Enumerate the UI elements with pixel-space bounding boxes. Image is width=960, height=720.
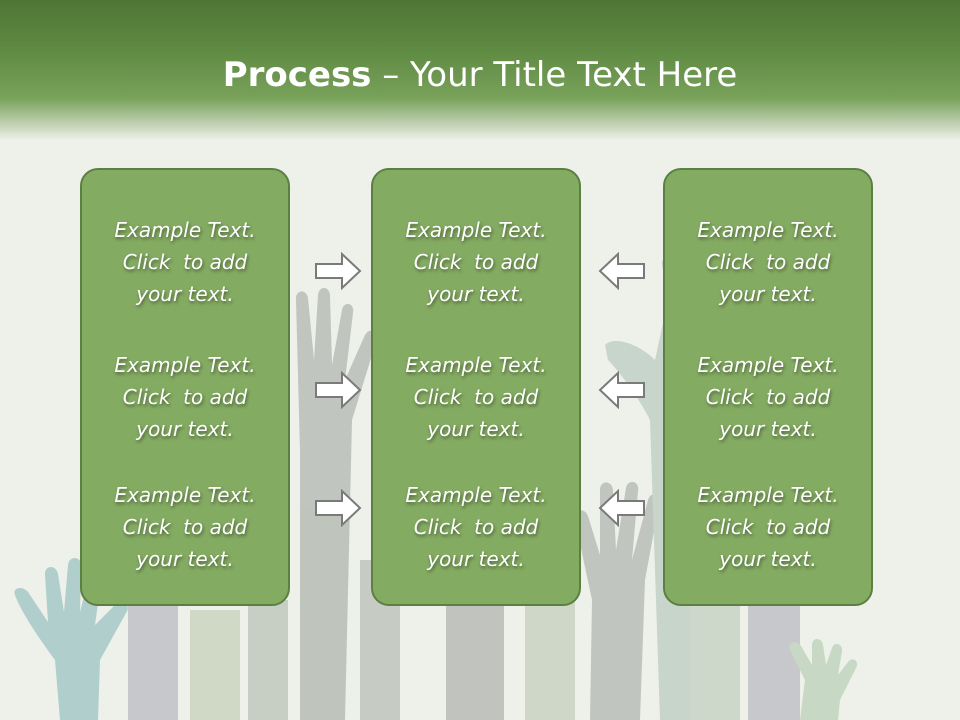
arm-silhouette — [446, 600, 504, 720]
box-text[interactable]: Example Text. Click to add your text. — [697, 483, 839, 571]
hand-silhouette — [789, 639, 858, 720]
box-text[interactable]: Example Text. Click to add your text. — [405, 483, 547, 571]
right-arrow-icon — [315, 489, 362, 527]
process-box-center[interactable]: Example Text. Click to add your text. Ex… — [371, 168, 581, 606]
arm-silhouette — [748, 600, 800, 720]
box-text[interactable]: Example Text. Click to add your text. — [405, 218, 547, 306]
arm-silhouette — [190, 610, 240, 720]
hand-silhouette — [574, 481, 660, 720]
left-arrow-icon — [598, 371, 645, 409]
title-bold: Process — [222, 55, 372, 95]
left-arrow-icon — [598, 252, 645, 290]
box-text[interactable]: Example Text. Click to add your text. — [697, 353, 839, 441]
box-text[interactable]: Example Text. Click to add your text. — [405, 353, 547, 441]
process-box-left[interactable]: Example Text. Click to add your text. Ex… — [80, 168, 290, 606]
box-text[interactable]: Example Text. Click to add your text. — [114, 483, 256, 571]
process-box-right[interactable]: Example Text. Click to add your text. Ex… — [663, 168, 873, 606]
right-arrow-icon — [315, 371, 362, 409]
left-arrow-icon — [598, 489, 645, 527]
arm-silhouette — [690, 600, 740, 720]
box-text[interactable]: Example Text. Click to add your text. — [114, 218, 256, 306]
title-rest: – Your Title Text Here — [371, 55, 738, 95]
right-arrow-icon — [315, 252, 362, 290]
title-bar: Process – Your Title Text Here — [0, 0, 960, 140]
arm-silhouette — [525, 600, 575, 720]
box-text[interactable]: Example Text. Click to add your text. — [114, 353, 256, 441]
arm-silhouette — [128, 600, 178, 720]
box-text[interactable]: Example Text. Click to add your text. — [697, 218, 839, 306]
hand-silhouette — [14, 557, 128, 720]
slide-title[interactable]: Process – Your Title Text Here — [0, 52, 960, 98]
arm-silhouette — [248, 600, 288, 720]
